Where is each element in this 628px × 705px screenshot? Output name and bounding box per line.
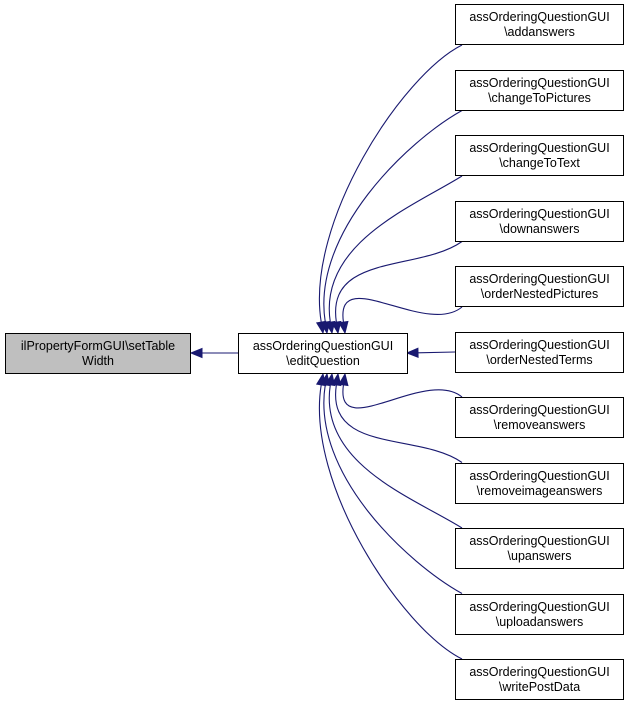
- node-addanswers[interactable]: assOrderingQuestionGUI\addanswers: [455, 4, 624, 45]
- node-orderNestedPictures[interactable]: assOrderingQuestionGUI\orderNestedPictur…: [455, 266, 624, 307]
- node-label-line2: \uploadanswers: [495, 614, 584, 629]
- edge-uploadanswers-to-editQuestion: [323, 384, 463, 594]
- node-label-line2: \changeToPictures: [488, 90, 591, 105]
- edge-arrowhead: [338, 320, 349, 335]
- edge-removeimageanswers-to-editQuestion: [335, 384, 463, 463]
- edge-removeanswers-to-editQuestion: [342, 384, 463, 409]
- node-label-line1: assOrderingQuestionGUI: [469, 402, 610, 417]
- node-removeimageanswers[interactable]: assOrderingQuestionGUI\removeimageanswer…: [455, 463, 624, 504]
- node-upanswers[interactable]: assOrderingQuestionGUI\upanswers: [455, 528, 624, 569]
- node-label-line1: assOrderingQuestionGUI: [469, 271, 610, 286]
- node-label-line1: assOrderingQuestionGUI: [469, 599, 610, 614]
- node-label-line1: assOrderingQuestionGUI: [469, 9, 610, 24]
- node-label-line2: \changeToText: [499, 155, 580, 170]
- node-label-line1: assOrderingQuestionGUI: [469, 75, 610, 90]
- edge-writePostData-to-editQuestion: [319, 384, 463, 660]
- edge-upanswers-to-editQuestion: [328, 384, 463, 529]
- node-label-line1: assOrderingQuestionGUI: [252, 338, 394, 353]
- edge-arrowhead: [315, 372, 327, 387]
- node-downanswers[interactable]: assOrderingQuestionGUI\downanswers: [455, 201, 624, 242]
- edge-changeToText-to-editQuestion: [328, 175, 463, 323]
- node-changeToPictures[interactable]: assOrderingQuestionGUI\changeToPictures: [455, 70, 624, 111]
- node-changeToText[interactable]: assOrderingQuestionGUI\changeToText: [455, 135, 624, 176]
- edge-arrowhead: [405, 347, 419, 359]
- node-label-line2: \upanswers: [507, 548, 572, 563]
- edge-arrowhead: [189, 347, 203, 359]
- node-label-line2: \writePostData: [498, 679, 581, 694]
- node-label-line1: assOrderingQuestionGUI: [469, 337, 610, 352]
- node-label-line2: \addanswers: [504, 24, 575, 39]
- node-label-line1: assOrderingQuestionGUI: [469, 206, 610, 221]
- node-removeanswers[interactable]: assOrderingQuestionGUI\removeanswers: [455, 397, 624, 438]
- edge-changeToPictures-to-editQuestion: [323, 110, 463, 323]
- node-label-line1: assOrderingQuestionGUI: [469, 468, 610, 483]
- node-setTableWidth[interactable]: ilPropertyFormGUI\setTable Width: [5, 333, 191, 374]
- node-label-line2: \removeanswers: [493, 417, 586, 432]
- node-label-line1: ilPropertyFormGUI\setTable: [20, 338, 176, 353]
- node-orderNestedTerms[interactable]: assOrderingQuestionGUI\orderNestedTerms: [455, 332, 624, 373]
- node-label-line2: \downanswers: [499, 221, 580, 236]
- node-label-line1: assOrderingQuestionGUI: [469, 533, 610, 548]
- node-uploadanswers[interactable]: assOrderingQuestionGUI\uploadanswers: [455, 594, 624, 635]
- node-writePostData[interactable]: assOrderingQuestionGUI\writePostData: [455, 659, 624, 700]
- node-editQuestion[interactable]: assOrderingQuestionGUI \editQuestion: [238, 333, 408, 374]
- node-label-line2: \orderNestedPictures: [480, 286, 599, 301]
- node-label-line2: \removeimageanswers: [476, 483, 603, 498]
- edge-orderNestedPictures-to-editQuestion: [342, 298, 463, 323]
- node-label-line2: \editQuestion: [286, 353, 360, 368]
- edge-orderNestedTerms-to-editQuestion: [417, 351, 456, 354]
- edge-downanswers-to-editQuestion: [335, 241, 463, 323]
- node-label-line1: assOrderingQuestionGUI: [469, 140, 610, 155]
- node-label-line2: \orderNestedTerms: [486, 352, 593, 367]
- edge-addanswers-to-editQuestion: [319, 44, 463, 323]
- node-label-line2: Width: [82, 353, 114, 368]
- node-label-line1: assOrderingQuestionGUI: [469, 664, 610, 679]
